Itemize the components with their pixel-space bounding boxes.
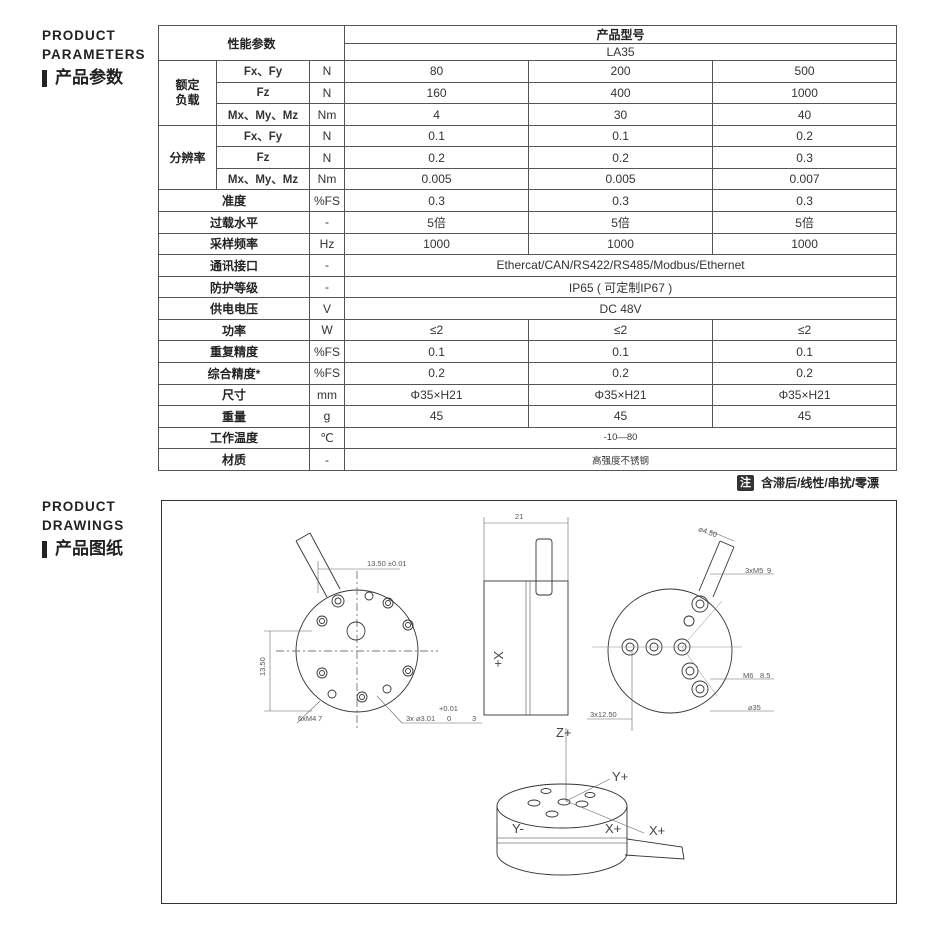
dim-2: 13.50: [258, 657, 267, 676]
table-row: 尺寸 mm Φ35×H21 Φ35×H21 Φ35×H21: [158, 383, 898, 407]
sub-mxmymz: Mx、My、Mz: [216, 103, 310, 126]
dim-4b: 3: [472, 714, 476, 723]
table-row: 通讯接口 - Ethercat/CAN/RS422/RS485/Modbus/E…: [158, 254, 898, 277]
spec-table: 性能参数 产品型号 LA35 额定负载 Fx、Fy N 80 200 500 F…: [157, 24, 898, 471]
product-drawing-frame: 13.50 ±0.01 13.50 6xM4 7 3x ⌀3.01 +0.01 …: [161, 500, 897, 904]
table-row: 重复精度 %FS 0.1 0.1 0.1: [158, 340, 898, 363]
table-row: 防护等级 - IP65 ( 可定制IP67 ): [158, 275, 898, 299]
table-row: Fz N 160 400 1000: [159, 81, 898, 105]
isometric-view: [496, 728, 685, 876]
table-row: 供电电压 V DC 48V: [158, 297, 898, 320]
table-row: Fz N 0.2 0.2 0.3: [159, 146, 898, 169]
dim-4: 3x ⌀3.01: [406, 714, 435, 723]
dim-4tol2: 0: [447, 714, 451, 723]
params-en-2: PARAMETERS: [42, 47, 146, 62]
table-row: 过载水平 - 5倍 5倍 5倍: [158, 211, 898, 234]
params-en-1: PRODUCT: [42, 28, 116, 43]
note-text: 含滞后/线性/串扰/零漂: [761, 476, 880, 490]
dim-3: 6xM4: [298, 714, 316, 723]
rated-load-label: 额定负载: [158, 60, 217, 126]
axis-z: Z+: [556, 725, 572, 740]
params-section-label: PRODUCT PARAMETERS 产品参数: [42, 26, 146, 90]
top-view-left: [264, 532, 482, 729]
axis-x: X+: [649, 823, 665, 838]
table-row: 材质 - 高强度不锈钢: [158, 448, 898, 471]
dim-3b: 7: [318, 714, 322, 723]
axis-y: Y+: [612, 769, 628, 784]
dim-r1: ⌀4.50: [697, 524, 718, 539]
perf-header: 性能参数: [157, 24, 346, 62]
dim-r2b: 9: [767, 566, 771, 575]
model-name: LA35: [344, 43, 898, 62]
drawings-en-1: PRODUCT: [42, 499, 116, 514]
table-row: Mx、My、Mz Nm 4 30 40: [159, 103, 898, 126]
table-row: 功率 W ≤2 ≤2 ≤2: [158, 318, 898, 342]
sub-fz: Fz: [216, 81, 310, 105]
product-drawing: 13.50 ±0.01 13.50 6xM4 7 3x ⌀3.01 +0.01 …: [258, 512, 774, 876]
drawings-cn: 产品图纸: [42, 537, 124, 561]
bullet-bar-icon: [42, 540, 47, 558]
table-row: Mx、My、Mz Nm 0.005 0.005 0.007: [159, 167, 898, 191]
axis-x-body: X+: [605, 821, 621, 836]
dim-r4: 3x12.50: [590, 710, 617, 719]
table-header-row: 性能参数 产品型号: [157, 24, 898, 62]
side-view: [483, 517, 569, 716]
table-row: 分辨率 Fx、Fy N 0.1 0.1 0.2: [158, 124, 898, 191]
table-row: 准度 %FS 0.3 0.3 0.3: [158, 189, 898, 213]
table-row: 综合精度* %FS 0.2 0.2 0.2: [158, 361, 898, 385]
top-view-right: [587, 530, 774, 731]
model-name-row: LA35: [159, 43, 898, 62]
dim-r2: 3xM5: [745, 566, 763, 575]
drawings-section-label: PRODUCT DRAWINGS 产品图纸: [42, 497, 124, 561]
table-row: 采样频率 Hz 1000 1000 1000: [158, 232, 898, 256]
params-cn: 产品参数: [42, 66, 146, 90]
note-badge: 注: [737, 474, 754, 491]
table-row: 额定负载 Fx、Fy N 80 200 500: [158, 60, 898, 126]
drawings-en-2: DRAWINGS: [42, 518, 125, 533]
dim-r3b: 8.5: [760, 671, 770, 680]
table-row: 重量 g 45 45 45: [158, 405, 898, 428]
dim-4tol: +0.01: [439, 704, 458, 713]
axis-side-label: X+: [491, 651, 506, 667]
sub-fxfy: Fx、Fy: [216, 60, 310, 83]
dim-r3: M6: [743, 671, 753, 680]
bullet-bar-icon: [42, 69, 47, 87]
dim-1: 13.50 ±0.01: [367, 559, 407, 568]
footnote: 注 含滞后/线性/串扰/零漂: [737, 474, 879, 491]
model-header: 产品型号: [344, 24, 898, 45]
axis-y-neg: Y-: [512, 821, 524, 836]
table-row: 工作温度 ℃ -10—80: [158, 426, 898, 450]
dim-side-w: 21: [515, 512, 523, 521]
resolution-label: 分辨率: [158, 124, 217, 191]
dim-r5: ⌀35: [748, 703, 761, 712]
